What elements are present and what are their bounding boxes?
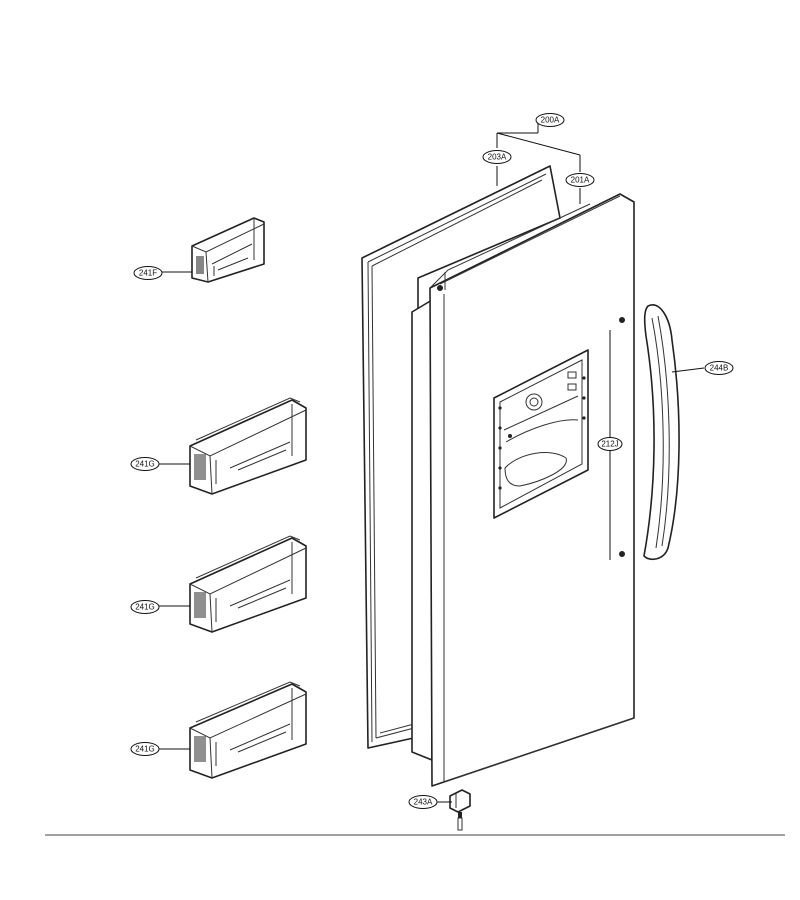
door-bin-1 bbox=[189, 397, 307, 495]
callout-label: 241G bbox=[135, 460, 155, 469]
callout-label: 200A bbox=[541, 116, 560, 125]
callout-243A: 243A bbox=[408, 795, 438, 809]
door-bin-small bbox=[191, 217, 265, 283]
callout-label: 244B bbox=[710, 364, 729, 373]
callout-label: 241G bbox=[135, 745, 155, 754]
door-panel bbox=[411, 193, 635, 787]
callout-203A: 203A bbox=[482, 150, 512, 164]
leader-lines bbox=[159, 120, 705, 803]
callout-label: 241F bbox=[139, 269, 157, 278]
callout-label: 212J bbox=[601, 440, 618, 449]
callout-200A: 200A bbox=[535, 113, 565, 127]
door-handle bbox=[643, 304, 680, 561]
door-bin-2 bbox=[189, 535, 307, 633]
callout-244B: 244B bbox=[704, 361, 734, 375]
callout-241F: 241F bbox=[133, 266, 163, 280]
callout-label: 243A bbox=[414, 798, 433, 807]
callout-241G-1: 241G bbox=[130, 457, 160, 471]
callout-label: 203A bbox=[488, 153, 507, 162]
callout-label: 241G bbox=[135, 603, 155, 612]
callout-241G-2: 241G bbox=[130, 600, 160, 614]
door-gasket bbox=[361, 165, 561, 749]
callout-241G-3: 241G bbox=[130, 742, 160, 756]
callout-201A: 201A bbox=[565, 173, 595, 187]
callout-label: 201A bbox=[571, 176, 590, 185]
callout-212J: 212J bbox=[597, 437, 623, 451]
lower-hinge bbox=[449, 789, 471, 831]
door-bin-3 bbox=[189, 681, 307, 779]
